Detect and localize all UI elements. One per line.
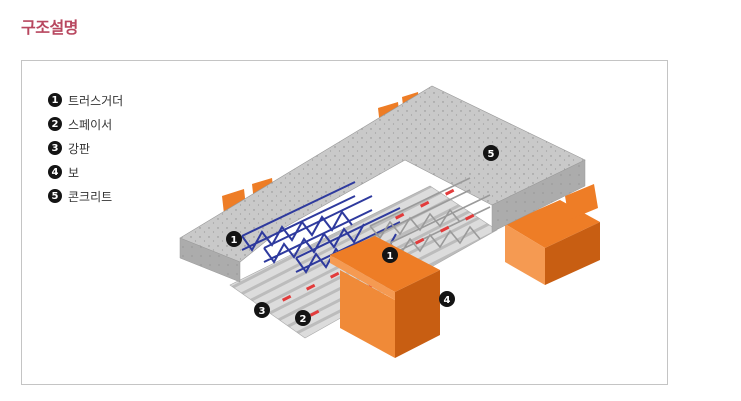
callout-truss-right: 1 [382, 247, 398, 263]
legend-number: 5 [48, 189, 62, 203]
legend-label: 스페이서 [68, 117, 113, 132]
beam-back [505, 184, 600, 285]
legend-item-concrete: 5 콘크리트 [48, 184, 123, 208]
callout-label: 4 [444, 295, 451, 306]
callout-label: 2 [300, 314, 307, 325]
legend-item-steel-deck: 3 강판 [48, 136, 123, 160]
legend-label: 보 [68, 165, 80, 180]
callout-label: 5 [488, 149, 495, 160]
beam-front [330, 236, 440, 358]
legend-item-spacer: 2 스페이서 [48, 112, 123, 136]
legend-number: 3 [48, 141, 62, 155]
legend-label: 트러스거더 [68, 93, 124, 108]
page-title: 구조설명 [21, 18, 78, 37]
legend-number: 4 [48, 165, 62, 179]
legend: 1 트러스거더 2 스페이서 3 강판 4 보 5 콘크리트 [48, 88, 123, 208]
callout-deck: 3 [254, 302, 270, 318]
legend-item-truss-girder: 1 트러스거더 [48, 88, 123, 112]
legend-label: 콘크리트 [68, 189, 113, 204]
callout-concrete: 5 [483, 145, 499, 161]
callout-spacer: 2 [295, 310, 311, 326]
legend-item-beam: 4 보 [48, 160, 123, 184]
callout-label: 1 [387, 251, 394, 262]
callout-truss-left: 1 [226, 231, 242, 247]
callout-beam: 4 [439, 291, 455, 307]
callout-label: 3 [259, 306, 266, 317]
legend-number: 2 [48, 117, 62, 131]
legend-number: 1 [48, 93, 62, 107]
legend-label: 강판 [68, 141, 91, 156]
callout-label: 1 [231, 235, 238, 246]
truss-exposed [369, 177, 491, 257]
